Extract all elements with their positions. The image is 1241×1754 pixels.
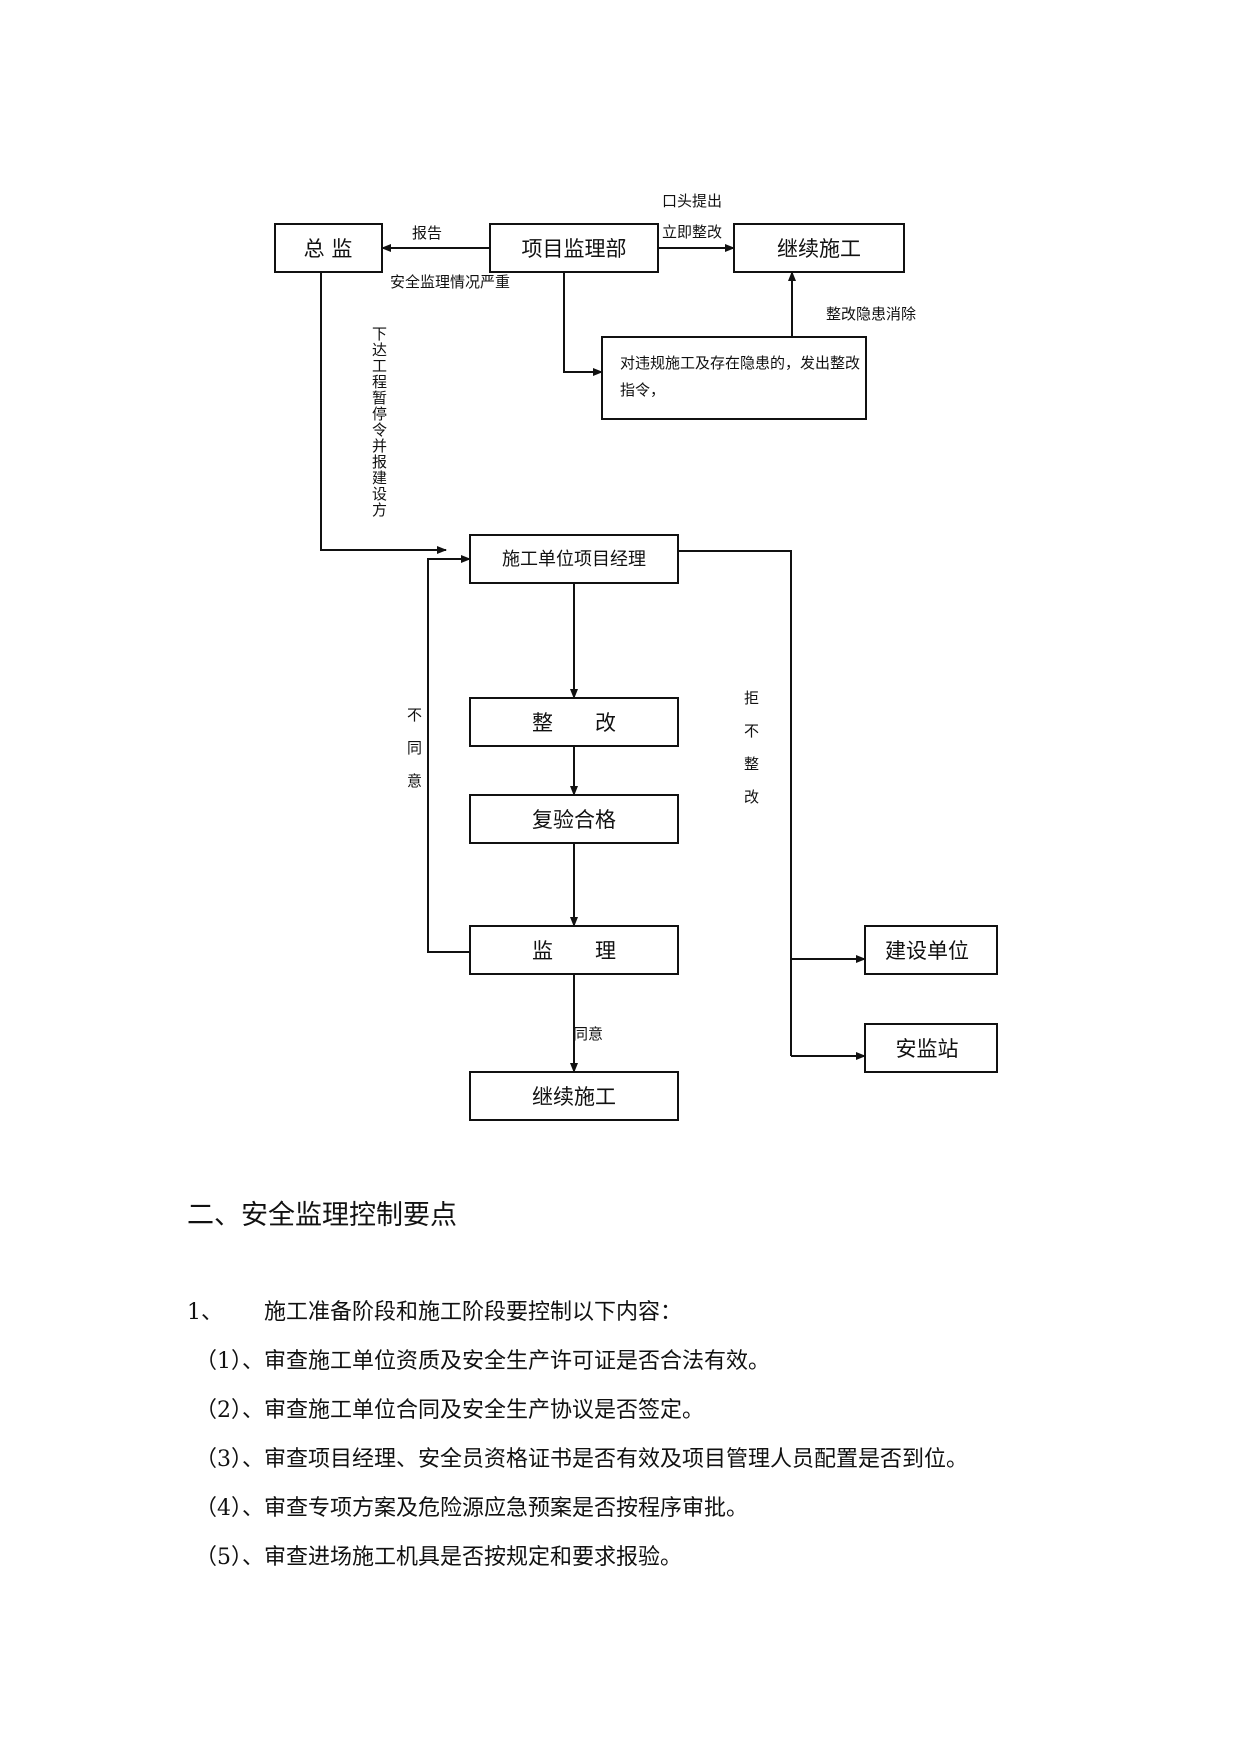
box-recheck-label: 复验合格 <box>532 808 616 832</box>
label-stop-order: 下达工程暂停令并报建设方 <box>372 325 387 519</box>
arrow-stop-order <box>320 272 447 554</box>
box-supervision-label: 监 理 <box>532 939 616 963</box>
box-chief-label: 总 监 <box>304 237 353 261</box>
list-item: （2）、审查施工单位合同及安全生产协议是否签定。 <box>195 1398 704 1423</box>
box-contractor-pm-label: 施工单位项目经理 <box>502 549 646 570</box>
label-report: 报告 <box>412 224 442 242</box>
box-project-dept: 项目监理部 <box>489 223 659 273</box>
list-item: （1）、审查施工单位资质及安全生产许可证是否合法有效。 <box>195 1349 770 1374</box>
box-continue-top: 继续施工 <box>733 223 905 273</box>
list-item: （4）、审查专项方案及危险源应急预案是否按程序审批。 <box>195 1496 748 1521</box>
label-eliminated: 整改隐患消除 <box>826 305 916 323</box>
box-contractor-pm: 施工单位项目经理 <box>469 534 679 584</box>
box-supervision: 监 理 <box>469 925 679 975</box>
label-serious: 安全监理情况严重 <box>390 273 510 291</box>
box-safety-station-label: 安监站 <box>896 1037 959 1061</box>
label-immediate: 立即整改 <box>662 223 722 241</box>
line-refuse <box>678 550 792 1056</box>
box-chief: 总 监 <box>274 223 383 273</box>
arrow-disagree <box>427 555 471 953</box>
box-recheck: 复验合格 <box>469 794 679 844</box>
box-safety-station: 安监站 <box>864 1023 998 1073</box>
safety-flowchart: 总 监 项目监理部 继续施工 对违规施工及存在隐患的，发出整改 指令， 施工单位… <box>274 192 998 1121</box>
box-continue-bottom: 继续施工 <box>469 1071 679 1121</box>
box-owner-label: 建设单位 <box>885 939 969 963</box>
box-continue-top-label: 继续施工 <box>777 237 861 261</box>
label-agree: 同意 <box>573 1025 603 1043</box>
section-heading: 二、安全监理控制要点 <box>187 1200 457 1231</box>
list-item: （3）、审查项目经理、安全员资格证书是否有效及项目管理人员配置是否到位。 <box>195 1447 968 1472</box>
box-project-dept-label: 项目监理部 <box>522 237 627 261</box>
box-owner: 建设单位 <box>864 925 998 975</box>
box-rectify-label: 整 改 <box>532 711 616 735</box>
para-number: 1、 <box>187 1300 223 1325</box>
para-text: 施工准备阶段和施工阶段要控制以下内容： <box>264 1300 683 1325</box>
list-item: （5）、审查进场施工机具是否按规定和要求报验。 <box>195 1545 682 1570</box>
label-refuse: 拒不整改 <box>744 689 759 806</box>
box-continue-bottom-label: 继续施工 <box>532 1085 616 1109</box>
box-rectify: 整 改 <box>469 697 679 747</box>
box-order-label: 对违规施工及存在隐患的，发出整改 指令， <box>620 354 865 399</box>
arrow-to-order <box>563 272 603 376</box>
intro-paragraph: 1、 施工准备阶段和施工阶段要控制以下内容： <box>187 1294 682 1326</box>
box-order: 对违规施工及存在隐患的，发出整改 指令， <box>601 336 867 420</box>
label-disagree: 不同意 <box>407 706 422 790</box>
label-verbal: 口头提出 <box>662 192 722 210</box>
